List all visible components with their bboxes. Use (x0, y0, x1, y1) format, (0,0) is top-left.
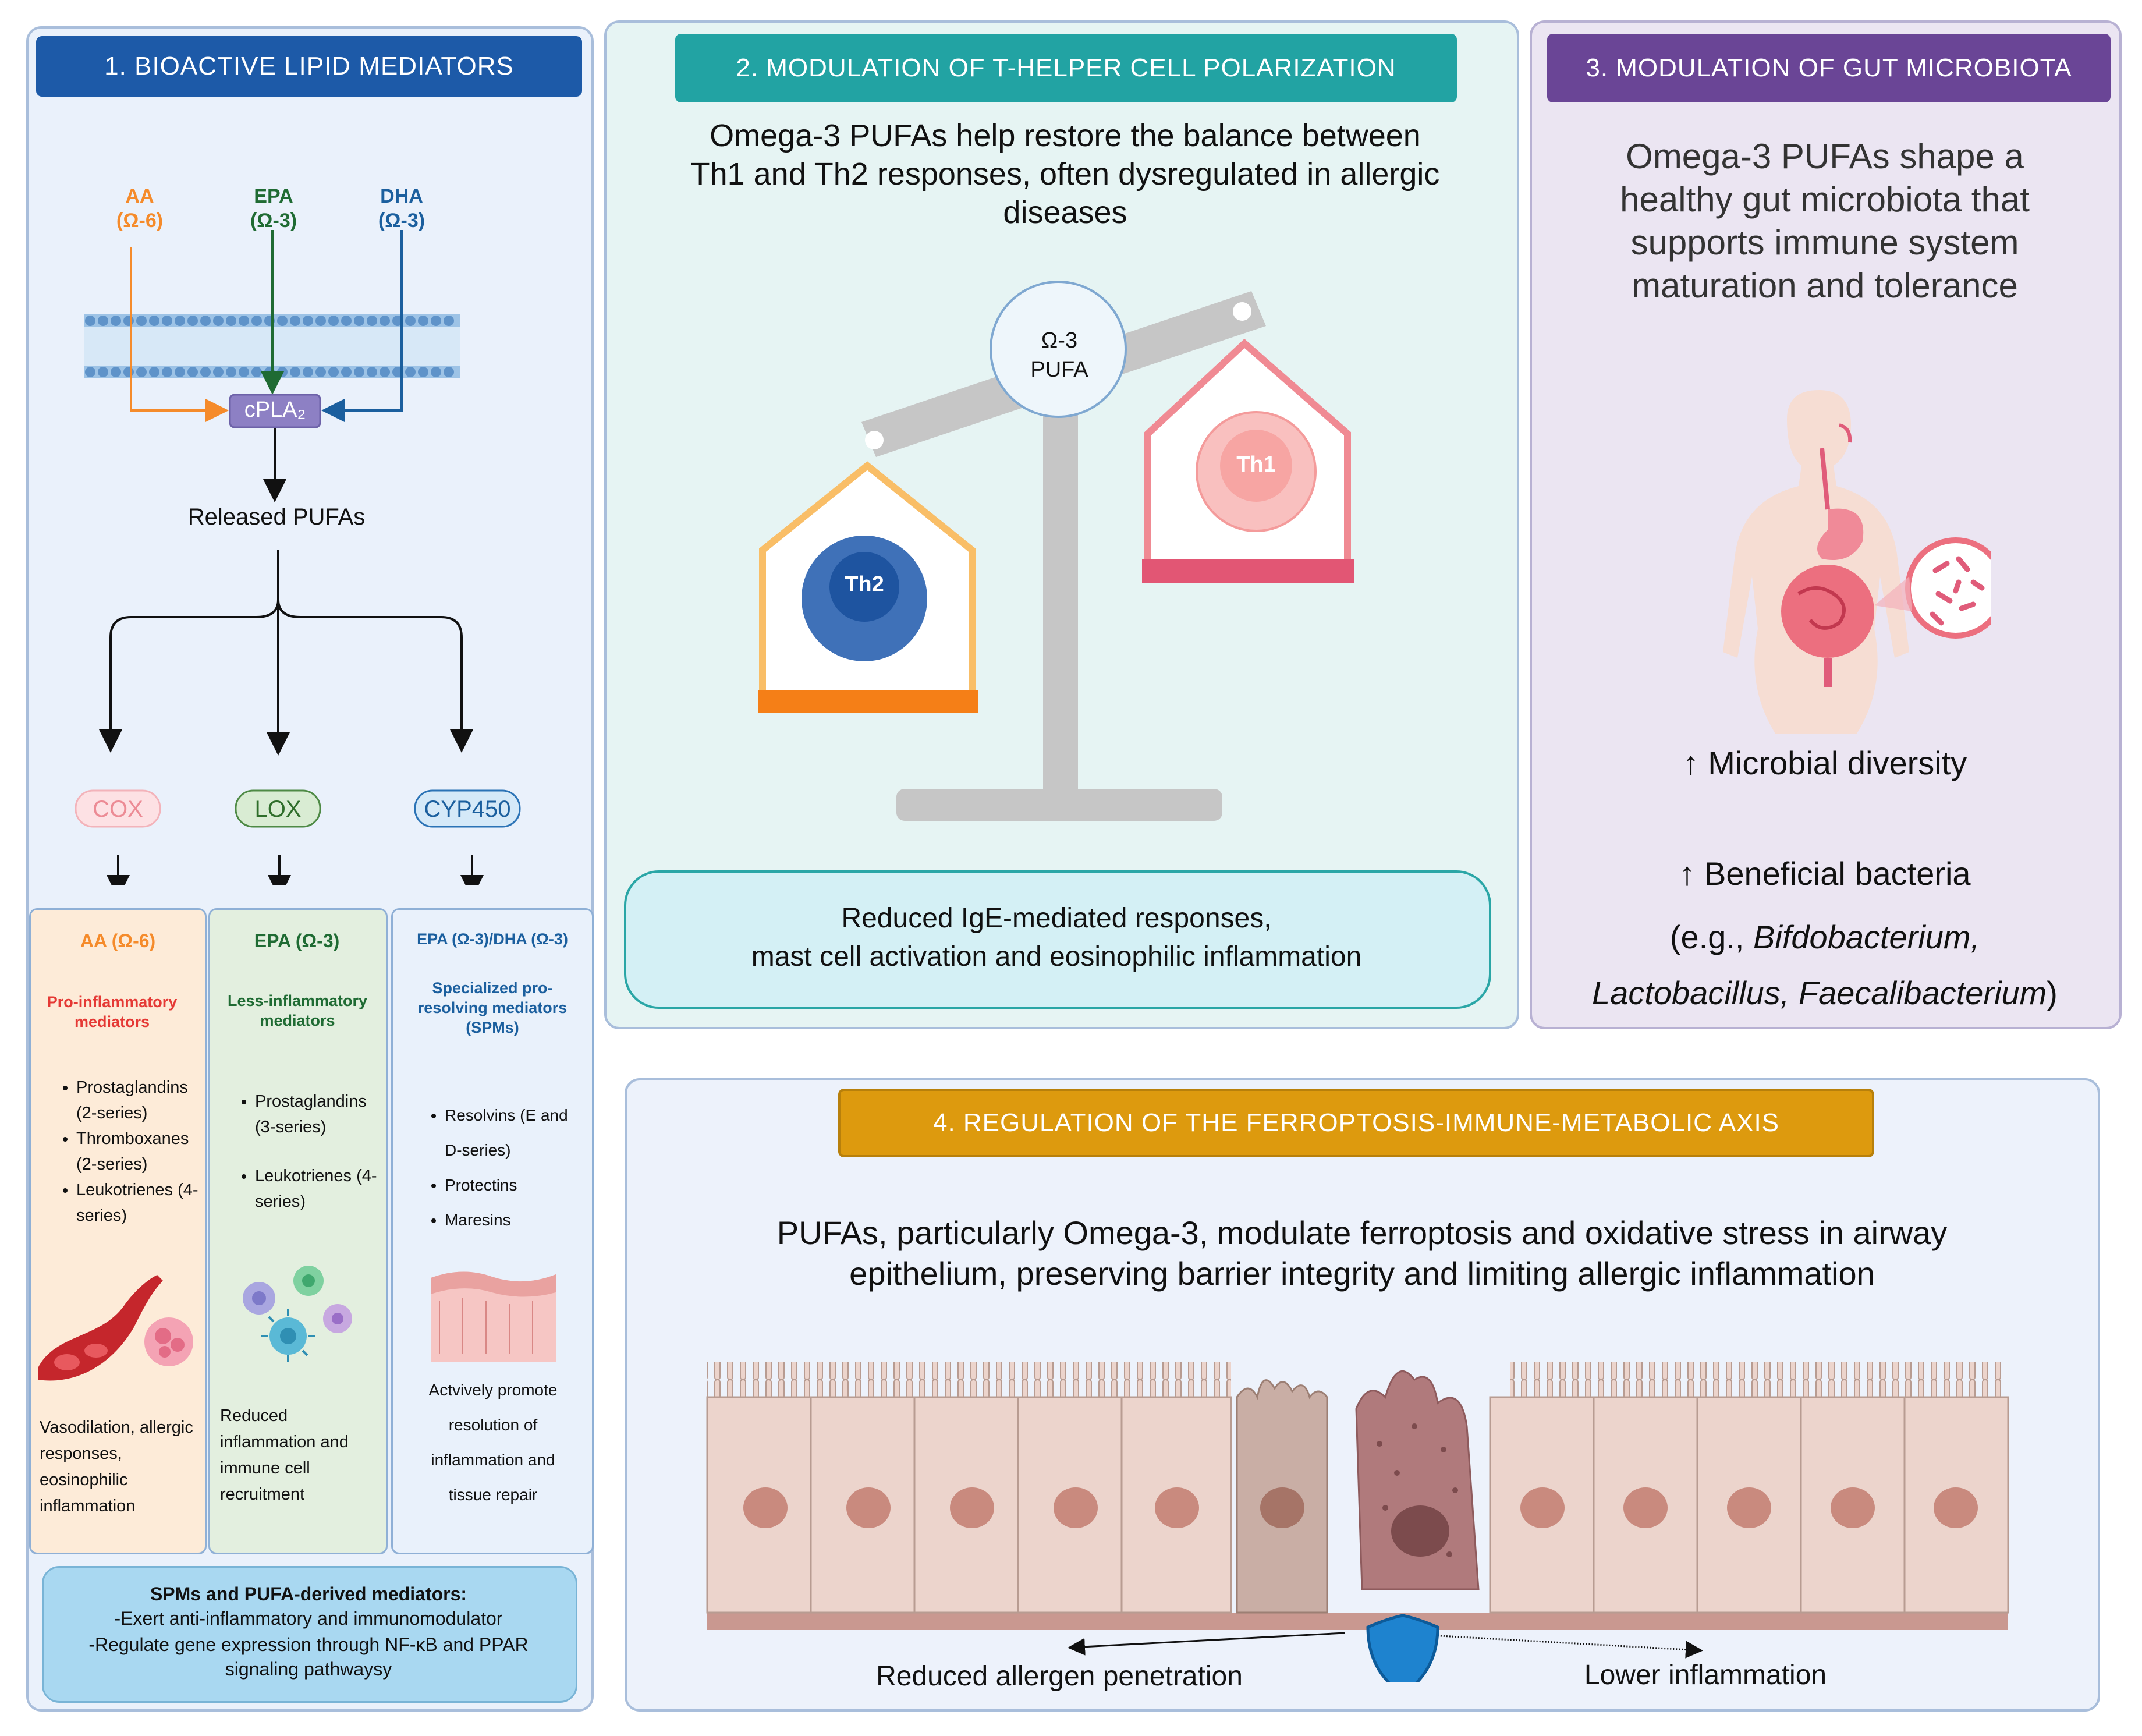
lower-inflammation: Lower inflammation (1584, 1660, 1827, 1691)
tissue-repair-illustration (431, 1271, 556, 1362)
col1-effect: Vasodilation, allergic responses, eosino… (40, 1418, 193, 1515)
spm-footer-title: SPMs and PUFA-derived mediators: (150, 1583, 467, 1604)
col2-item: Prostaglandins (3-series) (255, 1089, 380, 1140)
dha-arrow (321, 230, 403, 422)
branch-arrows (99, 550, 484, 885)
human-gut-illustration (1723, 390, 1991, 734)
blood-vessel-illustration (38, 1275, 193, 1381)
col2-effect: Reduced inflammation and immune cell rec… (220, 1406, 349, 1504)
panel4-header: 4. REGULATION OF THE FERROPTOSIS-IMMUNE-… (838, 1089, 1874, 1157)
col1-item: Thromboxanes (2-series) (76, 1126, 207, 1177)
microbial-diversity: ↑ Microbial diversity (1682, 745, 1967, 781)
cpla2-label: cPLA₂ (244, 398, 306, 422)
cox-label: COX (93, 796, 143, 822)
epa-column (208, 908, 388, 1554)
col1-subtitle: Pro-inflammatory mediators (47, 993, 178, 1030)
aa-column (29, 908, 207, 1554)
shield-icon (1366, 1614, 1439, 1682)
panel3-text: Omega-3 PUFAs shape a healthy gut microb… (1620, 137, 2030, 305)
col2-subtitle: Less-inflammatory mediators (227, 992, 368, 1029)
th-balance-scale (758, 281, 1354, 821)
cpla2-box (229, 394, 321, 428)
col1-item: Leukotrienes (4-series) (76, 1177, 207, 1228)
lipid-pathway-diagram (75, 230, 521, 885)
cyp450-pill (414, 789, 521, 828)
spm-footer-box (42, 1566, 577, 1703)
col3-item: Maresins (445, 1203, 572, 1238)
col2-list: Prostaglandins (3-series) Leukotrienes (… (222, 1089, 380, 1214)
ige-outcome-line2: mast cell activation and eosinophilic in… (751, 941, 1362, 972)
col3-list: Resolvins (E and D-series) Protectins Ma… (412, 1098, 572, 1238)
dha-label: DHA(Ω-3) (378, 185, 425, 232)
ige-outcome-line1: Reduced IgE-mediated responses, (841, 903, 1272, 934)
th1-label: Th1 (1236, 452, 1276, 477)
col2-item: Leukotrienes (4-series) (255, 1163, 380, 1214)
spm-footer-line1: -Exert anti-inflammatory and immunomodul… (114, 1608, 503, 1629)
col3-subtitle: Specialized pro-resolving mediators (SPM… (417, 979, 568, 1036)
panel4-text-line1: PUFAs, particularly Omega-3, modulate fe… (776, 1214, 1948, 1251)
col3-item: Resolvins (E and D-series) (445, 1098, 572, 1168)
col3-effect: Actvively promote resolution of inflamma… (428, 1381, 558, 1504)
beneficial-bacteria: ↑ Beneficial bacteria (1679, 855, 1971, 892)
bacteria-examples: (e.g., Bifdobacterium,Lactobacillus, Fae… (1592, 919, 2058, 1011)
released-pufas-label: Released PUFAs (187, 504, 366, 530)
lox-label: LOX (254, 796, 302, 822)
col2-title: EPA (Ω-3) (254, 930, 340, 951)
epa-label: EPA(Ω-3) (250, 185, 297, 232)
immune-cells-illustration (243, 1266, 352, 1362)
panel2-header: 2. MODULATION OF T-HELPER CELL POLARIZAT… (675, 34, 1457, 102)
airway-epithelium-illustration (706, 1356, 2009, 1682)
cox-pill (75, 789, 161, 828)
col1-title: AA (Ω-6) (80, 930, 156, 951)
panel4-text-line2: epithelium, preserving barrier integrity… (849, 1255, 1875, 1292)
col3-item: Protectins (445, 1168, 572, 1203)
panel3-header: 3. MODULATION OF GUT MICROBIOTA (1547, 34, 2111, 102)
spm-column (391, 908, 594, 1554)
aa-arrow (130, 247, 229, 422)
lox-pill (235, 789, 321, 828)
col3-title: EPA (Ω-3)/DHA (Ω-3) (417, 930, 568, 948)
cyp450-label: CYP450 (424, 796, 511, 822)
col1-item: Prostaglandins (2-series) (76, 1075, 207, 1126)
ige-outcome-box (624, 870, 1491, 1009)
spm-footer-line2: -Regulate gene expression through NF-κB … (88, 1634, 529, 1680)
panel1-header: 1. BIOACTIVE LIPID MEDIATORS (36, 36, 582, 97)
reduced-allergen-penetration: Reduced allergen penetration (876, 1661, 1243, 1692)
aa-label: AA(Ω-6) (116, 185, 164, 232)
col1-list: Prostaglandins (2-series) Thromboxanes (… (44, 1075, 207, 1228)
panel2-text: Omega-3 PUFAs help restore the balance b… (690, 118, 1440, 230)
th2-label: Th2 (845, 572, 884, 597)
